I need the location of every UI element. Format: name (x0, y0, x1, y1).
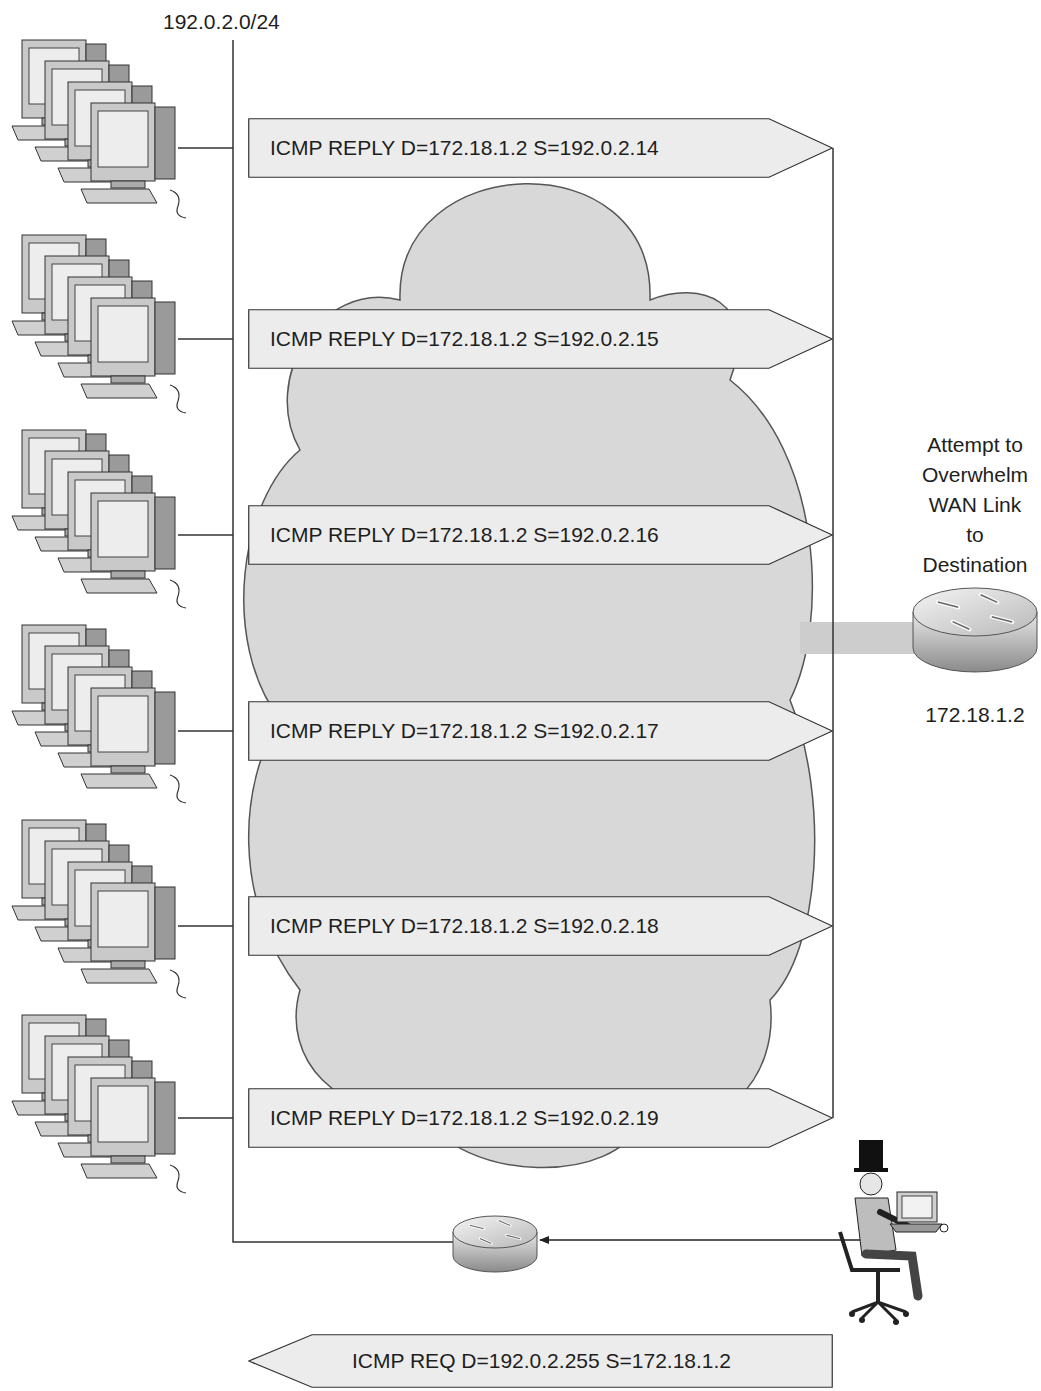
packet-banner: ICMP REPLY D=172.18.1.2 S=192.0.2.19 (248, 1088, 833, 1148)
packet-banner: ICMP REPLY D=172.18.1.2 S=192.0.2.16 (248, 505, 833, 565)
router-icon (913, 588, 1037, 672)
packet-label: ICMP REPLY D=172.18.1.2 S=192.0.2.19 (270, 1106, 659, 1130)
address-label: 172.18.1.2 (919, 700, 1031, 730)
packet-banner: ICMP REPLY D=172.18.1.2 S=192.0.2.18 (248, 896, 833, 956)
router-icon (453, 1216, 537, 1272)
wan-link (800, 622, 920, 654)
packet-banner: ICMP REPLY D=172.18.1.2 S=192.0.2.17 (248, 701, 833, 761)
reply-path (832, 148, 834, 1118)
packet-label: ICMP REQ D=192.0.2.255 S=172.18.1.2 (352, 1349, 731, 1373)
annotation-note: Attempt to Overwhelm WAN Link to Destina… (919, 430, 1031, 580)
computer-stack (12, 1015, 233, 1193)
computer-stack (12, 40, 233, 218)
lan-bus (233, 40, 458, 1242)
computer-stack (12, 235, 233, 413)
packet-banner: ICMP REQ D=192.0.2.255 S=172.18.1.2 (248, 1334, 833, 1388)
packet-label: ICMP REPLY D=172.18.1.2 S=192.0.2.15 (270, 327, 659, 351)
packet-banner: ICMP REPLY D=172.18.1.2 S=192.0.2.15 (248, 309, 833, 369)
attacker-figure (840, 1140, 948, 1325)
computer-stack (12, 820, 233, 998)
computer-stack (12, 625, 233, 803)
packet-label: ICMP REPLY D=172.18.1.2 S=192.0.2.16 (270, 523, 659, 547)
attacker-link (540, 1239, 878, 1241)
packet-label: ICMP REPLY D=172.18.1.2 S=192.0.2.18 (270, 914, 659, 938)
packet-label: ICMP REPLY D=172.18.1.2 S=192.0.2.14 (270, 136, 659, 160)
packet-banner: ICMP REPLY D=172.18.1.2 S=192.0.2.14 (248, 118, 833, 178)
subnet-label: 192.0.2.0/24 (163, 10, 280, 34)
packet-label: ICMP REPLY D=172.18.1.2 S=192.0.2.17 (270, 719, 659, 743)
computer-stack (12, 430, 233, 608)
